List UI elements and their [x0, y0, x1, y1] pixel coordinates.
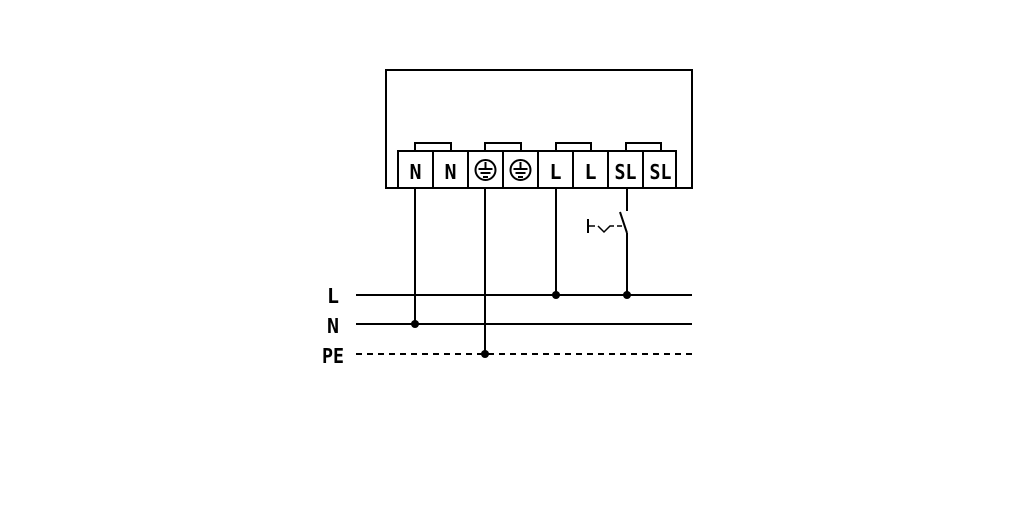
push-button-switch-icon [587, 211, 628, 234]
terminal-label-sl2: SL [650, 160, 672, 184]
terminal-label-n2: N [444, 160, 456, 184]
terminal-bridges [414, 142, 662, 151]
ground-icon [474, 159, 497, 181]
terminal-label-sl1: SL [615, 160, 637, 184]
terminal-label-l1: L [549, 160, 561, 184]
bus-label-n: N [327, 314, 339, 338]
bus-label-pe: PE [322, 344, 344, 368]
ground-icon [509, 159, 532, 181]
bus-label-l: L [327, 284, 339, 308]
junction-dot [552, 291, 560, 299]
junction-dot [411, 320, 419, 328]
terminal-label-l2: L [584, 160, 596, 184]
junction-dot [481, 350, 489, 358]
terminal-label-n1: N [409, 160, 421, 184]
terminal-separators [432, 151, 644, 188]
junction-dot [623, 291, 631, 299]
